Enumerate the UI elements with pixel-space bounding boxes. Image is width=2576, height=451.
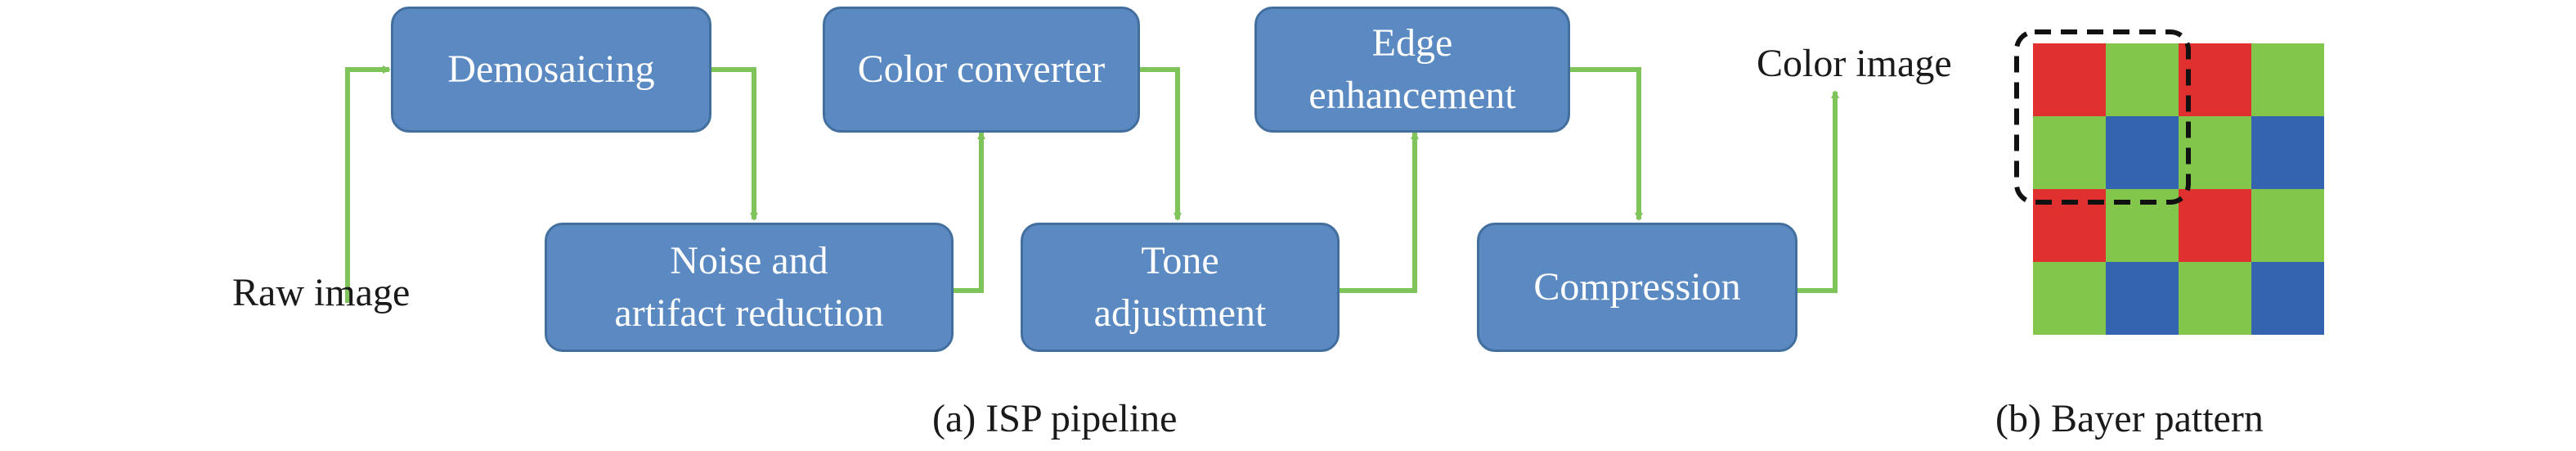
bayer-cell-r1c0: [2033, 116, 2106, 189]
isp-pipeline-caption: (a) ISP pipeline: [932, 397, 1178, 440]
bayer-cell-r3c1: [2106, 262, 2179, 335]
stage-noise-reduction-label-line1: Noise and: [670, 239, 828, 282]
stage-tone-adjustment-label-line2: adjustment: [1093, 291, 1267, 335]
arrow-demosaicing-to-noise: [710, 67, 758, 221]
stage-compression: Compression: [1477, 223, 1797, 352]
bayer-cell-r1c1: [2106, 116, 2179, 189]
bayer-pattern: [2033, 43, 2324, 335]
stage-noise-reduction: Noise and artifact reduction: [545, 223, 954, 352]
color-image-label: Color image: [1757, 42, 1952, 85]
bayer-cell-r3c0: [2033, 262, 2106, 335]
stage-tone-adjustment-label-line1: Tone: [1141, 239, 1219, 282]
stage-demosaicing: Demosaicing: [391, 7, 711, 133]
stage-compression-label: Compression: [1533, 265, 1741, 309]
arrow-edge-to-compression: [1568, 67, 1643, 221]
stage-demosaicing-label: Demosaicing: [447, 47, 655, 91]
stage-edge-enhancement-label-line2: enhancement: [1308, 74, 1516, 117]
bayer-cell-r1c3: [2251, 116, 2324, 189]
bayer-cell-r2c2: [2179, 189, 2251, 262]
bayer-cell-r2c3: [2251, 189, 2324, 262]
stage-color-converter-label: Color converter: [857, 47, 1106, 91]
bayer-cell-r0c0: [2033, 43, 2106, 116]
bayer-cell-r0c1: [2106, 43, 2179, 116]
bayer-pattern-caption: (b) Bayer pattern: [1995, 397, 2264, 440]
raw-image-label: Raw image: [232, 271, 411, 314]
stage-edge-enhancement-label-line1: Edge: [1371, 21, 1453, 65]
arrow-tone-to-edge: [1338, 131, 1419, 293]
bayer-cell-r0c3: [2251, 43, 2324, 116]
arrow-noise-to-color-converter: [952, 131, 985, 293]
stage-noise-reduction-label-line2: artifact reduction: [614, 291, 884, 335]
arrow-raw-to-demosaicing: [345, 65, 391, 303]
bayer-cell-r3c3: [2251, 262, 2324, 335]
bayer-cell-r3c2: [2179, 262, 2251, 335]
bayer-highlight-outline: [2014, 29, 2191, 205]
arrow-compression-to-output: [1796, 90, 1839, 293]
arrow-color-converter-to-tone: [1138, 67, 1182, 221]
stage-tone-adjustment: Tone adjustment: [1021, 223, 1340, 352]
stage-edge-enhancement: Edge enhancement: [1254, 7, 1570, 133]
stage-color-converter: Color converter: [823, 7, 1140, 133]
